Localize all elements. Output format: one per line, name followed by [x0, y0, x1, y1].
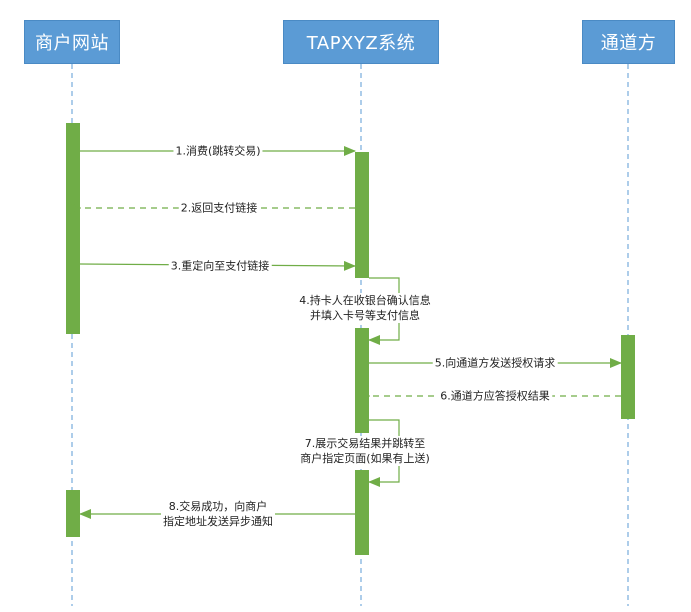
message-7-text-line2: 商户指定页面(如果有上送) [300, 452, 430, 465]
message-4-text-line1: 4.持卡人在收银台确认信息 [299, 294, 431, 307]
participant-tapxyz-system: TAPXYZ系统 [283, 20, 439, 64]
message-1-text: 1.消费(跳转交易) [175, 144, 261, 158]
activation-system-2 [355, 328, 369, 433]
message-8-text-line1: 8.交易成功，向商户 [168, 500, 268, 513]
message-label-6: 6.通道方应答授权结果 [438, 388, 552, 404]
message-label-2: 2.返回支付链接 [178, 200, 260, 216]
message-6-text: 6.通道方应答授权结果 [440, 389, 550, 403]
activation-channel-1 [621, 335, 635, 419]
message-8-text-line2: 指定地址发送异步通知 [163, 515, 273, 528]
participant-system-label: TAPXYZ系统 [306, 33, 416, 54]
message-label-4: 4.持卡人在收银台确认信息 并填入卡号等支付信息 [297, 293, 433, 323]
participant-merchant-label: 商户网站 [35, 33, 109, 54]
participant-channel: 通道方 [582, 20, 675, 64]
message-label-5: 5.向通道方发送授权请求 [432, 355, 558, 371]
activation-system-1 [355, 152, 369, 278]
message-2-text: 2.返回支付链接 [180, 201, 258, 215]
activation-system-3 [355, 470, 369, 555]
participant-channel-label: 通道方 [600, 33, 657, 54]
message-label-8: 8.交易成功，向商户 指定地址发送异步通知 [161, 499, 275, 529]
message-5-text: 5.向通道方发送授权请求 [434, 356, 556, 370]
message-3-text: 3.重定向至支付链接 [170, 259, 270, 273]
activation-merchant-2 [66, 490, 80, 537]
message-label-7: 7.展示交易结果并跳转至 商户指定页面(如果有上送) [298, 436, 432, 466]
message-label-3: 3.重定向至支付链接 [168, 258, 272, 274]
activation-merchant-1 [66, 123, 80, 334]
message-4-text-line2: 并填入卡号等支付信息 [310, 309, 420, 322]
message-label-1: 1.消费(跳转交易) [173, 143, 263, 159]
message-7-text-line1: 7.展示交易结果并跳转至 [304, 437, 426, 450]
participant-merchant-site: 商户网站 [24, 20, 120, 64]
